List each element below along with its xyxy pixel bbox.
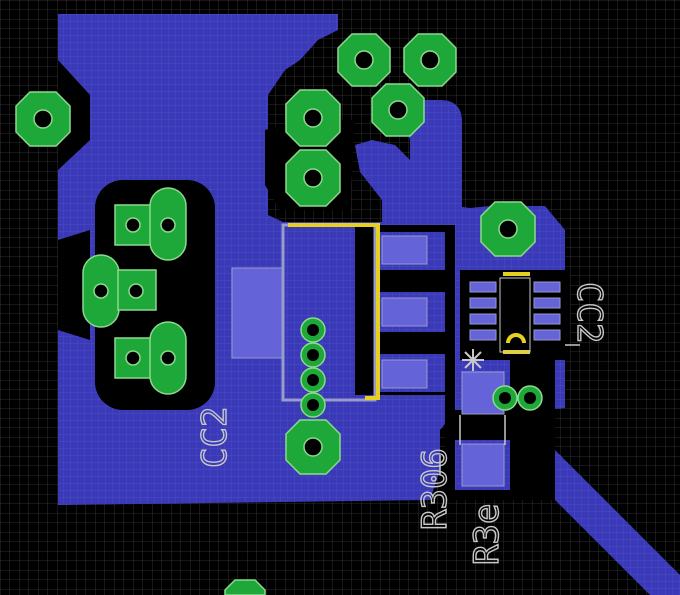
label-r3e: R3e: [467, 504, 507, 565]
drill-holes: [33, 50, 518, 457]
via-holes: [307, 324, 536, 411]
pad-bottom-edge: [224, 579, 266, 595]
label-r306: R306: [415, 448, 455, 530]
label-cc2-right: CC2: [569, 282, 609, 343]
silkscreen-lines: [439, 344, 580, 475]
label-cc2: CC2: [195, 407, 235, 468]
asterisk-icon: [462, 349, 484, 371]
ic-outline: [499, 277, 531, 353]
